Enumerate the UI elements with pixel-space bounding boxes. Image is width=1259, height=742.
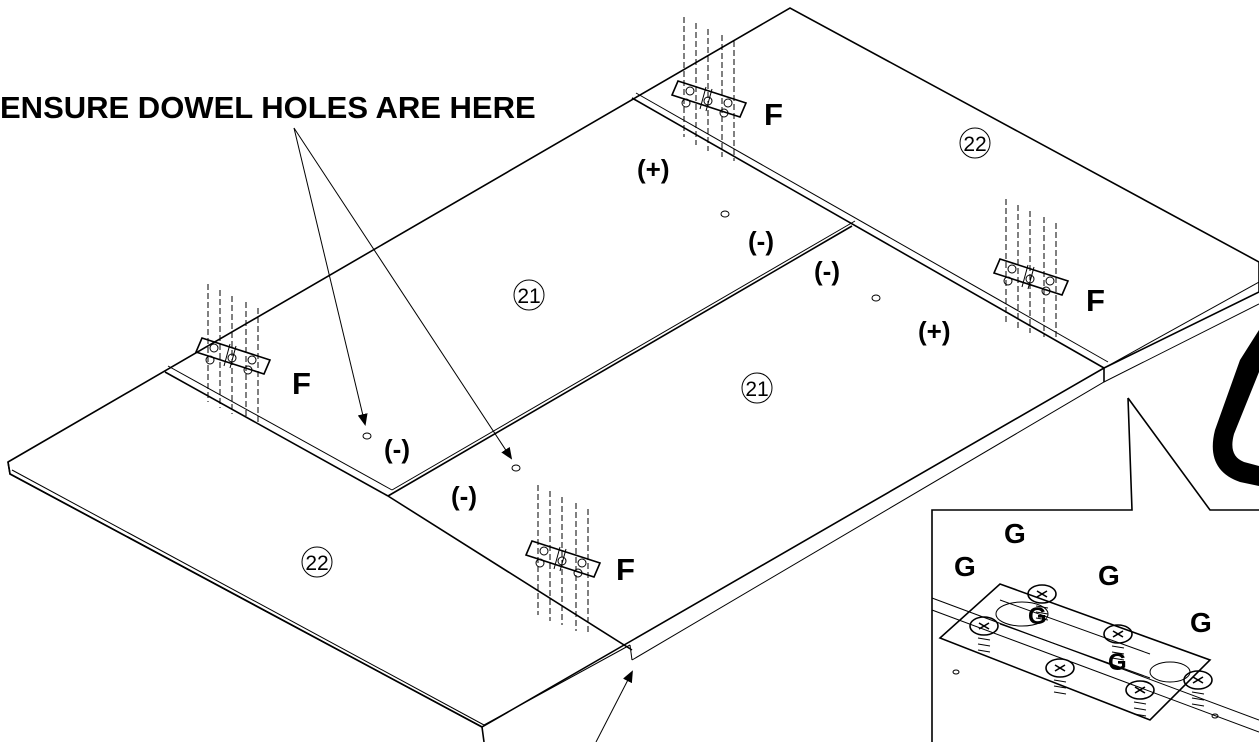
screw-label-2: G — [954, 551, 976, 582]
callout-arrows — [293, 127, 633, 742]
polarity-plus-top: (+) — [637, 154, 670, 184]
screw-heads — [969, 584, 1213, 717]
hinge-right — [992, 199, 1070, 341]
hinge-front — [524, 485, 602, 635]
polarity-minus-front: (-) — [451, 481, 477, 511]
hinge-left — [194, 284, 272, 422]
hinge-label-front: F — [616, 552, 635, 587]
panel-joints — [164, 92, 1109, 651]
table-top — [7, 7, 1259, 742]
polarity-minus-left: (-) — [384, 434, 410, 464]
hinge-label-left: F — [292, 366, 311, 401]
polarity-plus-right: (+) — [918, 316, 951, 346]
screw-label-6: G — [1108, 649, 1127, 676]
panel-label-22-left: 22 — [305, 552, 328, 575]
polarity-minus-top: (-) — [748, 226, 774, 256]
dowel-holes — [362, 210, 881, 472]
panel-label-22-right: 22 — [963, 133, 986, 156]
detail-inset — [931, 330, 1259, 742]
screw-label-3: G — [1098, 560, 1120, 591]
screw-label-1: G — [1004, 518, 1026, 549]
hinge-top — [670, 17, 748, 161]
screw-label-4: G — [1028, 603, 1047, 630]
screw-label-5: G — [1190, 607, 1212, 638]
dowel-callout-text: ENSURE DOWEL HOLES ARE HERE — [0, 90, 536, 125]
hinge-label-right: F — [1086, 283, 1105, 318]
polarity-minus-mid: (-) — [814, 256, 840, 286]
panel-label-21-back: 21 — [517, 285, 540, 308]
hinge-label-top: F — [764, 97, 783, 132]
panel-label-21-front: 21 — [745, 378, 768, 401]
